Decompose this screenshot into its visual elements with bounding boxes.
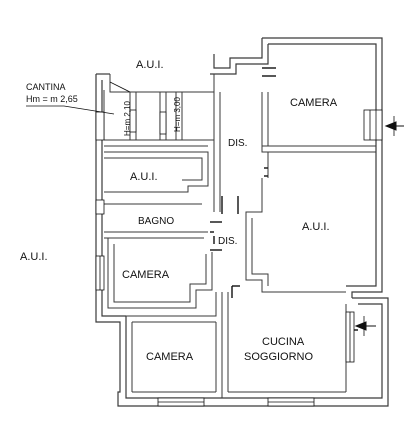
camera-bottom-label: CAMERA <box>146 351 194 363</box>
aui-top-label: A.U.I. <box>136 59 164 71</box>
cantina-height-label: Hm = m 2,65 <box>26 94 78 104</box>
entrance-arrow-icon <box>354 316 376 336</box>
dis-top-label: DIS. <box>228 138 247 149</box>
cantina-label: CANTINA <box>26 82 66 92</box>
aui-left-label: A.U.I. <box>20 251 48 263</box>
height-a-label: H=m 2,10 <box>123 101 132 136</box>
cucina-label: CUCINA <box>262 336 305 348</box>
dis-bottom-label: DIS. <box>218 236 237 247</box>
room-labels: A.U.I. A.U.I. A.U.I. A.U.I. CANTINA Hm =… <box>20 59 338 363</box>
windows <box>95 109 383 407</box>
cantina-leader <box>26 81 131 115</box>
camera-top-label: CAMERA <box>290 97 338 109</box>
camera-mid-label: CAMERA <box>122 269 170 281</box>
entrance-arrow-icon <box>384 116 404 136</box>
outer-walls <box>95 37 389 407</box>
aui-mid-label: A.U.I. <box>130 171 158 183</box>
bagno-label: BAGNO <box>138 216 174 227</box>
height-b-label: H=m 3,00 <box>173 97 182 132</box>
door-openings <box>210 67 358 331</box>
aui-right-label: A.U.I. <box>302 221 330 233</box>
soggiorno-label: SOGGIORNO <box>244 351 314 363</box>
